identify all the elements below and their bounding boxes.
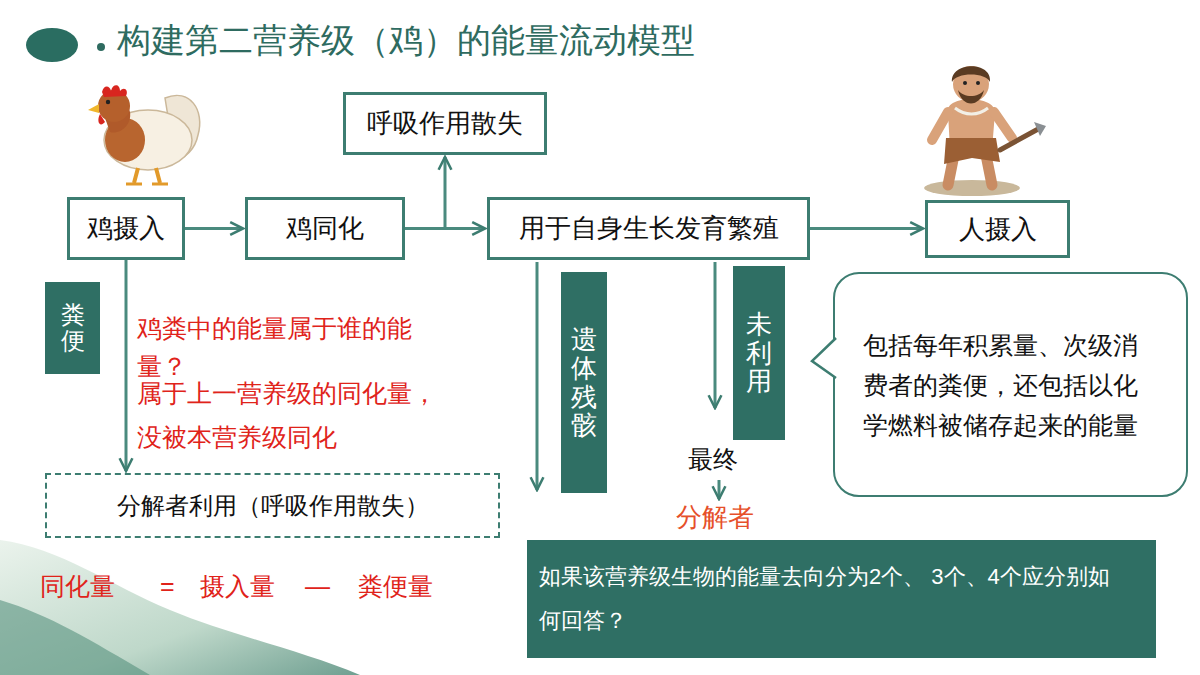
bubble-tail-line	[812, 338, 836, 378]
slide-title: 构建第二营养级（鸡）的能量流动模型	[117, 18, 695, 64]
caveman-illustration-part	[963, 81, 967, 85]
watercolor-corner-part	[0, 540, 360, 675]
flow-arrow	[405, 157, 445, 229]
node-text: 如果该营养级生物的能量去向分为2个、 3个、4个应分别如何回答？	[539, 555, 1120, 643]
title-bullet	[26, 28, 105, 62]
node-text: 分解者利用（呼吸作用散失）	[117, 490, 429, 522]
speech-bubble: 包括每年积累量、次级消费者的粪便，还包括以化学燃料被储存起来的能量	[833, 272, 1188, 497]
chicken-illustration-part	[126, 183, 168, 186]
process-box: 鸡摄入	[67, 197, 185, 260]
process-box: 鸡同化	[245, 197, 405, 260]
formula-term: 粪便量	[358, 570, 433, 603]
watercolor-corner	[0, 540, 360, 675]
node-text: 粪便	[61, 302, 85, 355]
formula-sign: —	[305, 570, 330, 603]
caveman-illustration-part	[952, 66, 990, 82]
node-text: 用于自身生长发育繁殖	[519, 211, 779, 246]
formula-sign: =	[160, 570, 175, 603]
node-text: 遗体残骸	[571, 325, 597, 439]
title-bullet-part	[97, 43, 105, 51]
bubble-tail	[812, 334, 844, 384]
node-text: 呼吸作用散失	[367, 106, 523, 141]
flow-arrow	[810, 227, 923, 230]
caveman-illustration-part	[1034, 122, 1046, 136]
node-text: 人摄入	[959, 212, 1037, 247]
question-note: 鸡粪中的能量属于谁的能量？	[137, 310, 459, 385]
flow-arrow	[185, 227, 243, 230]
flow-note: 最终	[688, 443, 738, 476]
chicken-illustration-part	[102, 85, 127, 97]
chicken-illustration-part	[134, 168, 160, 183]
flow-arrows-part	[714, 262, 717, 408]
caveman-illustration-part	[955, 108, 988, 114]
chicken-illustration-part	[106, 100, 110, 104]
caveman-illustration-part	[932, 112, 948, 140]
process-box: 人摄入	[925, 200, 1070, 258]
chicken-illustration-part	[88, 104, 99, 113]
chicken-illustration-part	[98, 114, 105, 124]
node-text: 未利用	[746, 310, 772, 396]
vertical-tag: 粪便	[45, 282, 100, 374]
caveman-illustration-part	[976, 81, 980, 85]
flow-arrow	[125, 260, 128, 471]
caveman-illustration-part	[994, 112, 1012, 138]
caveman-illustration-part	[958, 90, 984, 104]
title-bullet-part	[26, 28, 78, 62]
caveman-illustration	[924, 66, 1046, 196]
node-text: 包括每年积累量、次级消费者的粪便，还包括以化学燃料被储存起来的能量	[863, 325, 1158, 445]
watercolor-corner-part	[0, 600, 150, 675]
formula-term: 同化量	[40, 570, 115, 603]
formula-term: 摄入量	[200, 570, 275, 603]
caveman-illustration-part	[924, 180, 1020, 196]
node-text: 鸡摄入	[87, 211, 165, 246]
vertical-tag: 未利用	[733, 266, 785, 440]
flow-arrows-part	[718, 480, 721, 499]
answer-note: 属于上一营养级的同化量，没被本营养级同化	[137, 372, 449, 460]
caveman-illustration-part	[1000, 128, 1040, 150]
chicken-illustration	[88, 85, 200, 184]
endpoint-label: 分解者	[676, 501, 754, 535]
question-box: 如果该营养级生物的能量去向分为2个、 3个、4个应分别如何回答？	[527, 540, 1156, 658]
caveman-illustration-part	[944, 138, 1000, 164]
flow-arrows-part	[536, 262, 539, 490]
node-text: 鸡同化	[286, 211, 364, 246]
vertical-tag: 遗体残骸	[561, 272, 607, 493]
process-box: 用于自身生长发育繁殖	[487, 197, 810, 260]
dashed-box: 分解者利用（呼吸作用散失）	[45, 473, 500, 538]
bubble-tail-fill	[812, 336, 838, 380]
process-box: 呼吸作用散失	[343, 92, 547, 155]
